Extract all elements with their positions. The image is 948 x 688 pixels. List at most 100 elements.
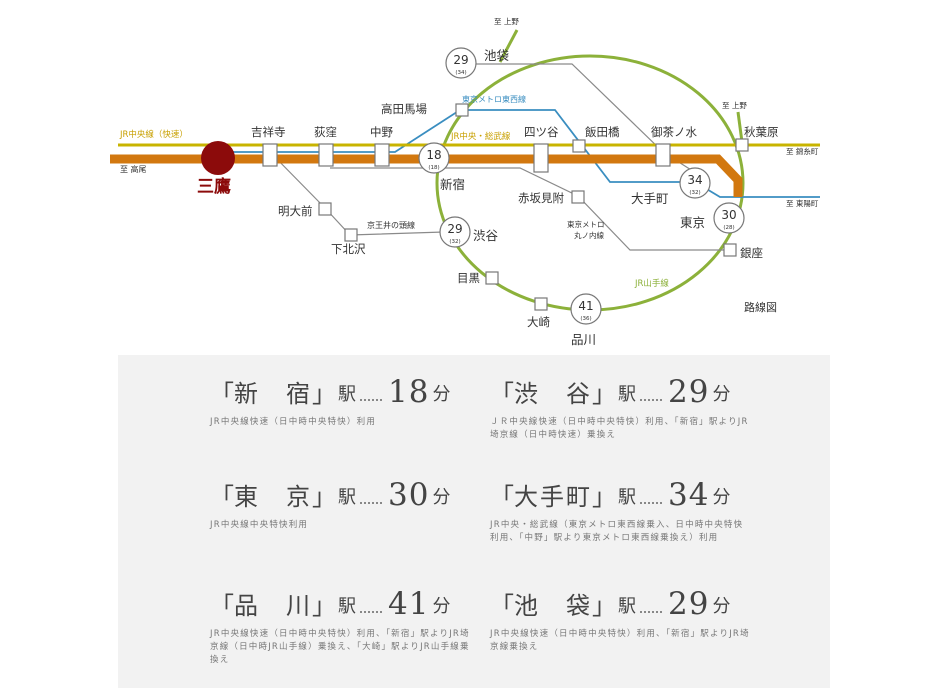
chuo-sobu-line-label: JR中央・総武線 [450, 131, 511, 142]
akasakamitsuke-station-marker [571, 190, 585, 204]
ginza-station-marker [723, 243, 737, 257]
to-kinshicho-label: 至 錦糸町 [786, 146, 819, 156]
badge-main: 41 [578, 299, 593, 313]
eki-label: 駅 [338, 596, 356, 617]
fun-label: 分 [432, 596, 451, 617]
badge-main: 18 [426, 148, 441, 162]
ginza-label: 銀座 [740, 246, 763, 260]
badge-sub: (34) [455, 70, 466, 76]
ochanomizu-label: 御茶ノ水 [651, 125, 697, 139]
yotsuya-station-marker [533, 143, 549, 173]
to-ueno-right-label: 至 上野 [722, 101, 747, 110]
keio-line-label: 京王井の頭線 [367, 220, 415, 230]
minutes: 18 [388, 374, 430, 410]
quote-close: 」 [312, 380, 336, 408]
takadanobaba-station-marker [455, 103, 469, 117]
minutes: 41 [388, 586, 430, 622]
tokyo-label: 東京 [680, 215, 705, 230]
chuo-rapid-line [110, 154, 743, 197]
ogikubo-station-marker [318, 143, 334, 167]
nakano-label: 中野 [370, 125, 393, 139]
quote-close: 」 [592, 483, 616, 511]
tozai-line [225, 109, 820, 198]
badge-main: 34 [687, 173, 702, 187]
minutes: 30 [388, 477, 430, 513]
yamanote-line-label: JR山手線 [634, 278, 669, 289]
eki-label: 駅 [338, 384, 356, 405]
marunouchi-line-label-1: 東京メトロ [567, 219, 605, 229]
iidabashi-label: 飯田橋 [585, 125, 620, 139]
leader-dots [640, 502, 662, 504]
minutes: 34 [668, 477, 710, 513]
marunouchi-line [463, 63, 711, 183]
route-map: JR中央線（快速） 至 高尾 至 上野 至 上野 至 錦糸町 至 東陽町 東京メ… [110, 17, 820, 347]
fun-label: 分 [712, 384, 731, 405]
route-note: JR中央線中央特快利用 [210, 520, 309, 530]
badge-main: 29 [453, 53, 468, 67]
to-ueno-top-label: 至 上野 [494, 17, 519, 26]
badge-main: 30 [721, 208, 736, 222]
kichijoji-label: 吉祥寺 [251, 125, 286, 139]
meidaimae-label: 明大前 [278, 204, 313, 218]
station-name: 渋 谷 [514, 380, 592, 408]
quote-close: 」 [592, 380, 616, 408]
akihabara-label: 秋葉原 [744, 125, 779, 139]
fun-label: 分 [712, 596, 731, 617]
akasakamitsuke-label: 赤坂見附 [518, 191, 564, 205]
shinagawa-label: 品川 [571, 332, 596, 347]
badge-sub: (32) [689, 190, 700, 196]
shinjuku-label: 新宿 [440, 177, 465, 192]
otemachi-label: 大手町 [631, 191, 669, 206]
eki-label: 駅 [618, 384, 636, 405]
fun-label: 分 [432, 487, 451, 508]
quote-open: 「 [490, 483, 514, 511]
tokyo-time-badge: 30 (28) [713, 202, 745, 234]
quote-open: 「 [490, 592, 514, 620]
map-caption: 路線図 [744, 300, 777, 314]
route-note: ＪＲ中央線快速（日中時中央特快）利用、「新宿」駅よりJR埼京線（日中時快速）乗換… [490, 417, 749, 440]
route-note: JR中央線快速（日中時中央特快）利用 [210, 417, 377, 427]
iidabashi-station-marker [572, 139, 586, 153]
quote-close: 」 [312, 592, 336, 620]
badge-sub: (18) [428, 165, 439, 171]
shibuya-label: 渋谷 [473, 228, 499, 243]
leader-dots [360, 502, 382, 504]
minutes: 29 [668, 374, 710, 410]
ikebukuro-label: 池袋 [484, 48, 510, 63]
nakano-station-marker [374, 143, 390, 167]
quote-open: 「 [210, 592, 234, 620]
otemachi-time-badge: 34 (32) [679, 167, 711, 199]
quote-open: 「 [210, 380, 234, 408]
badge-main: 29 [447, 222, 462, 236]
osaki-label: 大崎 [527, 315, 550, 329]
takadanobaba-label: 高田馬場 [381, 102, 427, 116]
mitaka-station-marker [201, 141, 235, 175]
station-name: 新 宿 [234, 380, 312, 408]
tozai-line-label: 東京メトロ東西線 [462, 94, 526, 104]
ikebukuro-time-badge: 29 (34) [445, 47, 477, 79]
eki-label: 駅 [618, 596, 636, 617]
quote-open: 「 [490, 380, 514, 408]
meguro-station-marker [485, 271, 499, 285]
ochanomizu-station-marker [655, 143, 671, 167]
quote-close: 」 [592, 592, 616, 620]
yamanote-to-ueno-right [736, 111, 744, 143]
route-note: JR中央線快速（日中時中央特快）利用、「新宿」駅よりJR埼京線乗換え [490, 629, 750, 652]
ogikubo-label: 荻窪 [314, 125, 337, 139]
badge-sub: (32) [449, 239, 460, 245]
shinagawa-time-badge: 41 (36) [570, 293, 602, 325]
marunouchi-line-label-2: 丸ノ内線 [574, 230, 604, 240]
station-name: 東 京 [234, 483, 312, 511]
badge-sub: (36) [580, 316, 591, 322]
shimokitazawa-station-marker [344, 228, 358, 242]
osaki-station-marker [534, 297, 548, 311]
meguro-label: 目黒 [457, 271, 480, 285]
